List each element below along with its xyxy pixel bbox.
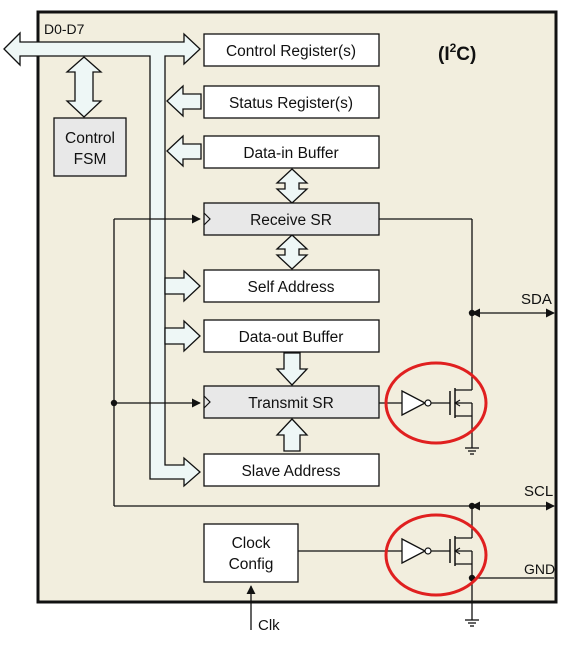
clock-config-label-line1: Clock — [232, 535, 271, 552]
interface-label: (I2C) — [438, 41, 476, 65]
data-out-buffer-block — [203, 319, 380, 353]
receive-sr-label: Receive SR — [250, 212, 332, 229]
control-register-label: Control Register(s) — [226, 43, 356, 60]
bus-to-data-out-buffer — [164, 319, 201, 353]
bus-to-control-fsm-arrow — [65, 56, 103, 118]
scl-transistor-icon — [449, 506, 473, 620]
data-in-buffer-label: Data-in Buffer — [243, 145, 338, 162]
slave-address-to-transmit-arrow — [275, 418, 309, 452]
clock-config-label-line2: Config — [229, 556, 274, 573]
data-bus-main — [3, 31, 201, 488]
receive-sr-clock-input-icon — [203, 212, 211, 226]
data-in-buffer-block — [203, 135, 380, 169]
scl-inverter-bubble-icon — [424, 547, 432, 555]
slave-address-block — [203, 453, 380, 487]
control-fsm-block — [53, 117, 127, 177]
sda-pin-label: SDA — [521, 291, 552, 308]
status-register-block — [203, 85, 380, 119]
receive-sr-block — [203, 202, 380, 236]
bus-to-data-in-buffer — [166, 134, 202, 168]
scl-ground-icon — [465, 619, 479, 627]
control-register-block — [203, 33, 380, 67]
clock-config-block — [203, 523, 299, 583]
receive-to-self-address-arrow — [275, 234, 309, 270]
scl-driver-highlight-ring — [384, 513, 488, 597]
control-fsm-label-line1: Control — [65, 130, 115, 147]
bus-to-self-address — [164, 269, 201, 303]
status-register-label: Status Register(s) — [229, 95, 353, 112]
clock-junction-dot — [110, 399, 118, 407]
sda-transistor-icon — [449, 386, 473, 448]
sda-ground-icon — [465, 447, 479, 455]
clk-pin-label: Clk — [258, 617, 280, 634]
sda-junction-dot — [468, 309, 476, 317]
sda-inverter-icon — [401, 389, 427, 417]
control-fsm-label-line2: FSM — [74, 151, 107, 168]
bus-to-status-register — [166, 84, 202, 118]
data-out-to-transmit-arrow — [275, 352, 309, 386]
self-address-block — [203, 269, 380, 303]
data-bus-label: D0-D7 — [44, 21, 85, 37]
transmit-sr-clock-input-icon — [203, 395, 211, 409]
transmit-sr-label: Transmit SR — [248, 395, 334, 412]
data-out-buffer-label: Data-out Buffer — [239, 329, 344, 346]
sda-driver-highlight-ring — [384, 361, 488, 445]
gnd-pin-label: GND — [524, 561, 555, 577]
scl-pin-label: SCL — [524, 483, 553, 500]
slave-address-label: Slave Address — [241, 463, 340, 480]
sda-inverter-bubble-icon — [424, 399, 432, 407]
scl-inverter-icon — [401, 537, 427, 565]
self-address-label: Self Address — [247, 279, 334, 296]
transmit-sr-block — [203, 385, 380, 419]
